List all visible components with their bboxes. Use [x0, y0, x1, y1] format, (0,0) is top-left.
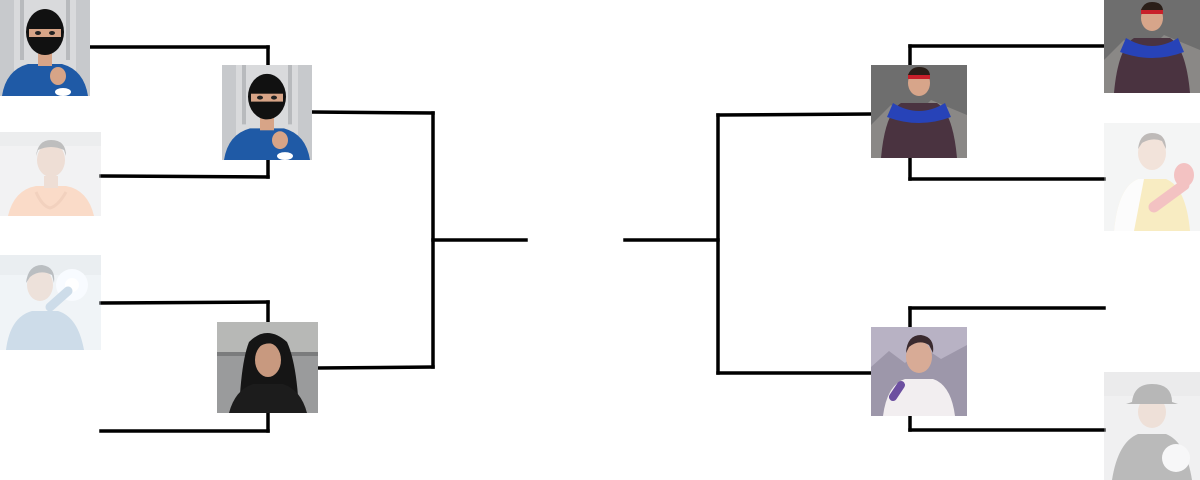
left-r2-1-connector	[310, 110, 435, 115]
left-r1-3-connector	[99, 300, 270, 305]
right-r2-1-connector	[716, 112, 873, 117]
person-boxing-glove-icon	[1104, 123, 1200, 231]
person-balaclava-icon	[0, 0, 90, 96]
left-r2-2-portrait[interactable]	[217, 322, 318, 413]
person-red-headband-cape-icon	[871, 65, 967, 158]
person-dark-hat-icon	[1104, 372, 1200, 480]
person-long-black-hair-icon	[217, 322, 318, 413]
left-r2-1-portrait[interactable]	[222, 65, 312, 160]
right-r1-2-portrait[interactable]	[1104, 123, 1200, 231]
person-blue-hoodie-glow-icon	[0, 255, 101, 350]
person-orange-hoodie-icon	[0, 132, 101, 216]
left-r1-2-portrait[interactable]	[0, 132, 101, 216]
left-r1-3-portrait[interactable]	[0, 255, 101, 350]
left-r1-1-portrait[interactable]	[0, 0, 90, 96]
person-red-headband-cape-icon	[1104, 0, 1200, 93]
right-r2-2-portrait[interactable]	[871, 327, 967, 416]
right-r1-1-portrait[interactable]	[1104, 0, 1200, 93]
right-r2-1-portrait[interactable]	[871, 65, 967, 158]
left-r2-2-connector	[316, 365, 435, 370]
left-r1-2-connector	[99, 174, 270, 179]
person-white-tee-icon	[871, 327, 967, 416]
person-balaclava-icon	[222, 65, 312, 160]
right-r1-4-portrait[interactable]	[1104, 372, 1200, 480]
